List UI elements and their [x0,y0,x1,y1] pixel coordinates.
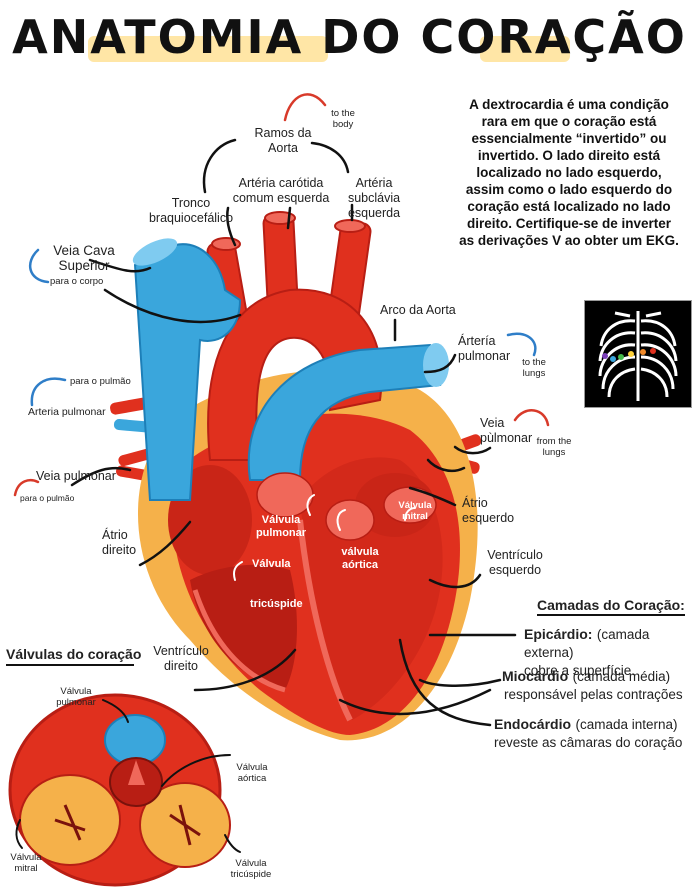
blue-arrow-vena-cava [28,248,50,284]
valves-heading-underline [6,664,134,666]
red-arrow-from-lungs [513,409,550,427]
layer-epicardio: Epicárdio: (camada externa) cobre a supe… [524,626,696,680]
layer-endocardio-title: Endocárdio [494,716,572,732]
label-para-pulmao-bottom: para o pulmão [20,493,75,503]
valve-label-mitral: Válvula mitral [10,852,42,874]
label-subclavia: Artéria subclávia esquerda [347,176,401,220]
layer-miocardio: Miocárdio (camada média) responsável pel… [502,668,698,704]
label-valvula-pulmonar: Válvula pulmonar [255,514,307,539]
label-valvula-mitral: Válvula mitral [398,500,432,522]
valve-arrows [15,699,241,853]
label-to-body: to the body [331,108,355,130]
valve-label-tricuspide: Válvula tricúspide [230,858,272,880]
layer-epicardio-paren: (camada externa) [524,627,650,660]
page-title: ANATOMIA DO CORAÇÃO [12,10,687,64]
valves-cross-section [8,693,231,887]
right-ventricle-chamber [190,564,297,690]
label-atrio-direito: Átrio direito [102,528,137,557]
label-valvula-tricuspide-2: tricúspide [250,598,303,610]
label-arteria-pulmonar-right: Ártería pulmonar [458,334,511,363]
title-highlight [88,36,328,62]
label-ramos-aorta: Ramos da Aorta [254,126,312,155]
label-tronco-braquiocefalico: Tronco braquiocefálico [148,196,234,225]
red-arrow-pulmonary-left [13,478,40,497]
chest-xray-image [584,300,692,408]
layer-endocardio: Endocárdio (camada interna) reveste as c… [494,716,698,752]
label-arco-aorta: Arco da Aorta [380,303,456,317]
layer-epicardio-desc: cobre a superfície. [524,663,636,678]
valves-heading: Válvulas do coração [6,646,142,662]
label-arteria-pulmonar-left: Arteria pulmonar [28,406,106,418]
blue-arrow-pulmonary-left [30,377,67,407]
layer-epicardio-title: Epicárdio: [524,626,593,642]
label-para-corpo: para o corpo [50,276,104,287]
label-para-pulmao-top: para o pulmão [70,376,131,387]
layers-heading: Camadas do Coração: [537,597,685,616]
label-carotida: Artéria carótida comum esquerda [232,176,330,205]
endocardium-line [192,589,286,693]
label-veia-pulmonar-right: Veia pùlmonar [480,416,533,445]
layer-endocardio-desc: reveste as câmaras do coração [494,735,683,750]
label-veia-cava: Veia Cava Superior [53,243,115,273]
valve-label-aortica: Válvula aórtica [236,762,268,784]
blue-arrow-to-lungs [506,332,537,357]
arrows [70,138,517,727]
label-veia-pulmonar-left: Veia pulmonar [36,469,116,483]
superior-vena-cava [133,243,242,501]
layer-endocardio-paren: (camada interna) [575,717,678,732]
layer-miocardio-paren: (camada média) [572,669,671,684]
endocardium-line [297,519,353,722]
label-valvula-tricuspide-1: Válvula [252,558,291,570]
label-ventriculo-direito: Ventrículo direito [153,644,209,673]
heart-valves [256,472,437,541]
layer-miocardio-title: Miocárdio [502,668,569,684]
label-valvula-aortica: válvula aórtica [341,546,379,571]
label-ventriculo-esquerdo: Ventrículo esquerdo [487,548,543,577]
pulmonary-trunk [247,343,442,481]
label-atrio-esquerdo: Átrio esquerdo [462,496,515,525]
layer-miocardio-desc: responsável pelas contrações [504,687,683,702]
dextrocardia-info: A dextrocardia é uma condição rara em qu… [459,97,679,248]
label-from-lungs: from the lungs [536,436,572,458]
red-arrow-to-body [283,93,327,122]
label-to-lungs: to the lungs [522,357,546,379]
valve-label-pulmonar: Válvula pulmonar [56,686,96,708]
title-highlight [480,36,570,62]
